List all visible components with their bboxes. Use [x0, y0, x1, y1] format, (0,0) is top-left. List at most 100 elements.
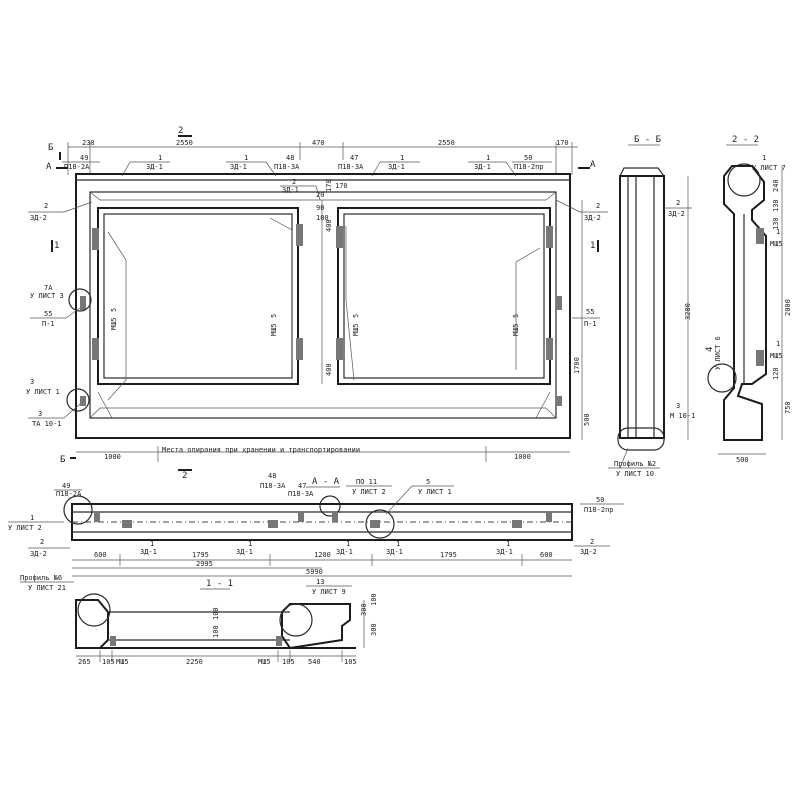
inner-dim-500: 500: [583, 413, 591, 426]
top-dim-1: 230: [82, 139, 95, 147]
aa-callout-5-label: У ЛИСТ 1: [418, 488, 452, 496]
aa-callout-zd1-e-label: ЗД-1: [496, 548, 513, 556]
callout-49-number: 49: [80, 154, 88, 162]
aa-callout-zd1-a-label: ЗД-1: [140, 548, 157, 556]
panel-outline: [75, 173, 571, 439]
section-11-dim-msh-right: МШ5: [258, 658, 271, 666]
left-callout-3b-number: 3: [38, 410, 42, 418]
window-label-0: 5: [110, 308, 118, 312]
aa-callout-50-label: П18-2пр: [584, 506, 614, 514]
callout-1d-label: ЗД-1: [474, 163, 491, 171]
aa-callout-5-number: 5: [426, 478, 430, 486]
section-bb: Б - Б 3280 2 ЗД-2 Профиль №2 У ЛИСТ 10: [608, 135, 692, 478]
section-2-mark-bottom: 2: [182, 471, 187, 481]
axis-mark-left: 1: [54, 241, 59, 251]
aa-callout-zd1-d-number: 1: [396, 540, 400, 548]
aa-callout-zd1-b-number: 1: [248, 540, 252, 548]
section-11-dim-105b: 105: [282, 658, 295, 666]
section-bb-title: Б - Б: [634, 135, 661, 145]
detail-circle: [68, 288, 92, 312]
center-callout-number: 2: [292, 178, 296, 186]
window-right-outer: [337, 207, 551, 385]
left-callouts: 2 ЗД-2 7А У ЛИСТ 3 55 П-1 3 У ЛИСТ 1 3 Т…: [26, 201, 93, 428]
aa-dim-600-left: 600: [94, 551, 107, 559]
section-bb-outline: [619, 175, 665, 439]
inner-dim-1700: 1700: [573, 357, 581, 374]
section-11-dim-msh-left: МШ5: [116, 658, 129, 666]
bottom-dim-right: 1000: [514, 453, 531, 461]
embedded-part: [546, 512, 552, 522]
embedded-part: [336, 226, 343, 248]
section-22: 2 - 2 240 130 130 2000 120 750 1 У ЛИСТ …: [705, 135, 792, 464]
section-a-mark-left: А: [46, 162, 52, 172]
aa-callout-zd1-c-number: 1: [346, 540, 350, 548]
inner-dim-400-top: 400: [325, 219, 333, 232]
detail-circle: [365, 509, 395, 539]
section-11-right-profile: [281, 603, 351, 650]
profile-2-number: Профиль №2: [614, 460, 656, 468]
section-11-dim-105c: 105: [344, 658, 357, 666]
embedded-part: [94, 512, 100, 522]
right-callout-3-label: М 10-1: [670, 412, 695, 420]
section-a-mark-right: А: [590, 160, 596, 170]
section-22-dim-240: 240: [772, 179, 780, 192]
bottom-dim-left: 1000: [104, 453, 121, 461]
embedded-part: [556, 296, 562, 310]
callout-48-number: 48: [286, 154, 294, 162]
callout-49-label: П18-2А: [64, 163, 90, 171]
right-callout-2-number: 2: [596, 202, 600, 210]
section-22-title: 2 - 2: [732, 135, 759, 145]
aa-callout-po11-label: У ЛИСТ 2: [352, 488, 386, 496]
left-callout-3-label: У ЛИСТ 1: [26, 388, 60, 396]
profile-2-label: У ЛИСТ 10: [616, 470, 654, 478]
window-left-inner: [103, 213, 293, 379]
section-11-vdim-3: 300: [370, 623, 378, 636]
section-bb-callout-2-number: 2: [676, 199, 680, 207]
callout-47-label: П18-3А: [338, 163, 364, 171]
section-11: 1 - 1 Профиль №6 У ЛИСТ 21 13 У ЛИСТ 9 1…: [20, 574, 378, 666]
aa-callout-2-label: ЗД-2: [30, 550, 47, 558]
inner-dim-170: 170: [325, 179, 333, 192]
top-callouts: 49 П18-2А 1 ЗД-1 1 ЗД-1 48 П18-3А 47 П18…: [62, 154, 552, 177]
embedded-part: [332, 512, 338, 522]
aa-callout-zd1-a-number: 1: [150, 540, 154, 548]
section-11-callout-13-number: 13: [316, 578, 324, 586]
embedded-part: [336, 338, 343, 360]
embedded-part: [756, 228, 764, 244]
section-11-left-profile: [75, 599, 109, 649]
profile-6-label: У ЛИСТ 21: [28, 584, 66, 592]
aa-callout-2-number: 2: [40, 538, 44, 546]
inner-dim-400-bottom: 400: [325, 363, 333, 376]
aa-callout-zd1-e-number: 1: [506, 540, 510, 548]
window-left-outer: [97, 207, 299, 385]
window-label-1: МШ5: [110, 317, 118, 330]
embedded-part: [756, 350, 764, 366]
aa-dim-1200: 1200: [314, 551, 331, 559]
section-aa-title: А - А: [312, 477, 340, 487]
aa-callout-48-label: П18-3А: [260, 482, 286, 490]
embedded-part: [370, 520, 380, 528]
section-b-mark-top: Б: [48, 143, 53, 153]
window-label-5: МШ5: [352, 323, 360, 336]
profile-2-ellipse: [617, 427, 665, 451]
section-11-callout-13-label: У ЛИСТ 9: [312, 588, 346, 596]
top-dim-4: 2550: [438, 139, 455, 147]
window-label-6: 5: [512, 314, 520, 318]
left-callout-55-number: 55: [44, 310, 52, 318]
section-22-dim-130a: 130: [772, 199, 780, 212]
embedded-part: [110, 636, 116, 646]
aa-callout-zd1-b-label: ЗД-1: [236, 548, 253, 556]
callout-1b-number: 1: [244, 154, 248, 162]
right-callouts: 2 ЗД-2 55 П-1 3 М 10-1: [555, 199, 695, 420]
embedded-part: [268, 520, 278, 528]
inner-dim-20: 20: [316, 191, 324, 199]
top-dim-3: 470: [312, 139, 325, 147]
aa-callout-50-number: 50: [596, 496, 604, 504]
section-b-mark-bottom: Б: [60, 455, 65, 465]
aa-callout-zd2-right-label: ЗД-2: [580, 548, 597, 556]
aa-callout-47-number: 47: [298, 482, 306, 490]
section-11-vdim-0: 100: [212, 625, 220, 638]
detail-circle: [279, 603, 313, 637]
left-callout-55-label: П-1: [42, 320, 55, 328]
